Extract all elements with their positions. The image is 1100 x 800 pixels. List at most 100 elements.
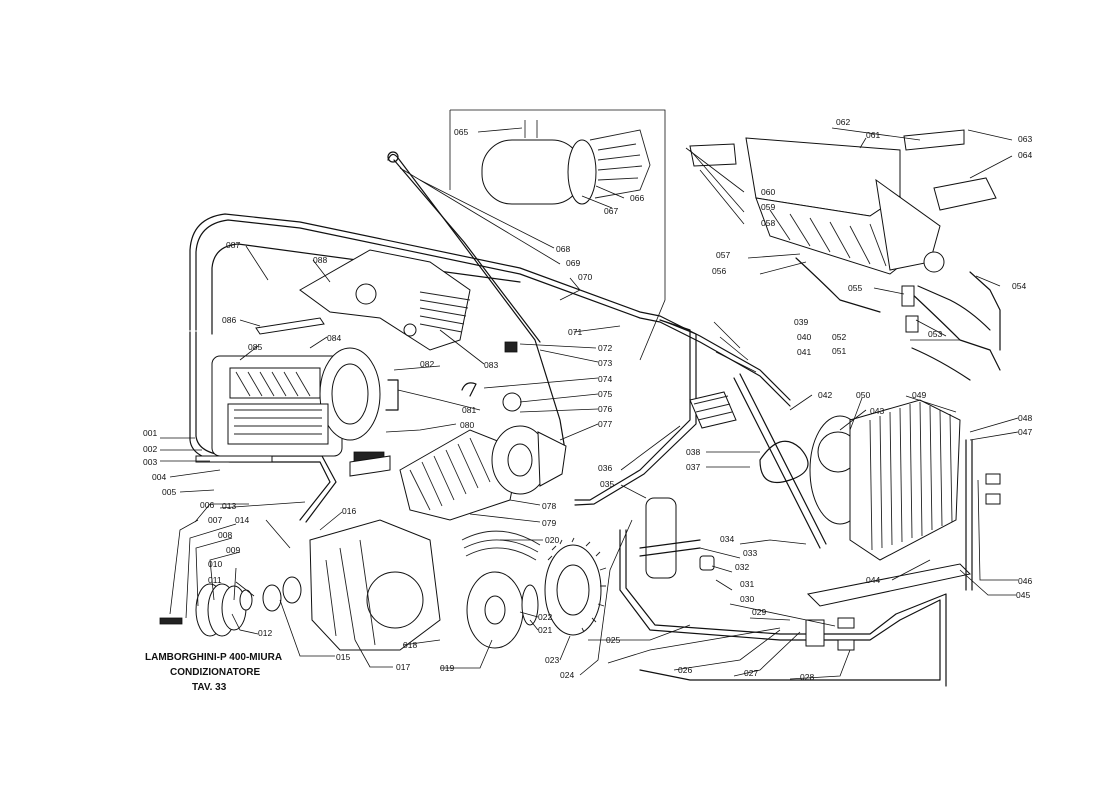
callout-labels: 001 002 003 004 005 006 007 008 009 010 … xyxy=(143,117,1032,682)
dipstick-rod xyxy=(387,151,566,451)
callout-020: 020 xyxy=(545,535,559,545)
callout-043: 043 xyxy=(870,406,884,416)
compressor xyxy=(211,347,385,463)
callout-072: 072 xyxy=(598,343,612,353)
callout-073: 073 xyxy=(598,358,612,368)
callout-052: 052 xyxy=(832,332,846,342)
refrigerant-pipe-lower xyxy=(574,319,947,687)
callout-075: 075 xyxy=(598,389,612,399)
condenser-fan xyxy=(733,373,972,607)
callout-022: 022 xyxy=(538,612,552,622)
callout-047: 047 xyxy=(1018,427,1032,437)
callout-058: 058 xyxy=(761,218,775,228)
callout-024: 024 xyxy=(560,670,574,680)
callout-084: 084 xyxy=(327,333,341,343)
callout-010: 010 xyxy=(208,559,222,569)
misc-right-pieces xyxy=(805,439,1001,651)
callout-057: 057 xyxy=(716,250,730,260)
callout-087: 087 xyxy=(226,240,240,250)
callout-049: 049 xyxy=(912,390,926,400)
callout-067: 067 xyxy=(604,206,618,216)
callout-037: 037 xyxy=(686,462,700,472)
callout-053: 053 xyxy=(928,329,942,339)
callout-086: 086 xyxy=(222,315,236,325)
callout-056: 056 xyxy=(712,266,726,276)
callout-069: 069 xyxy=(566,258,580,268)
refrigerant-pipe-upper xyxy=(189,213,791,523)
callout-063: 063 xyxy=(1018,134,1032,144)
evaporator-housing xyxy=(689,129,997,275)
callout-035: 035 xyxy=(600,479,614,489)
callout-007: 007 xyxy=(208,515,222,525)
callout-066: 066 xyxy=(630,193,644,203)
callout-070: 070 xyxy=(578,272,592,282)
callout-080: 080 xyxy=(460,420,474,430)
callout-040: 040 xyxy=(797,332,811,342)
callout-054: 054 xyxy=(1012,281,1026,291)
callout-046: 046 xyxy=(1018,576,1032,586)
callout-076: 076 xyxy=(598,404,612,414)
callout-048: 048 xyxy=(1018,413,1032,423)
callout-042: 042 xyxy=(818,390,832,400)
timing-cover xyxy=(309,519,441,651)
callout-005: 005 xyxy=(162,487,176,497)
callout-002: 002 xyxy=(143,444,157,454)
pulleys-gears xyxy=(461,530,607,649)
callout-078: 078 xyxy=(542,501,556,511)
title-block: LAMBORGHINI-P 400-MIURA CONDIZIONATORE T… xyxy=(145,652,282,693)
callout-012: 012 xyxy=(258,628,272,638)
callout-013: 013 xyxy=(222,501,236,511)
callout-085: 085 xyxy=(248,342,262,352)
callout-009: 009 xyxy=(226,545,240,555)
callout-038: 038 xyxy=(686,447,700,457)
callout-083: 083 xyxy=(484,360,498,370)
callout-064: 064 xyxy=(1018,150,1032,160)
receiver-drier xyxy=(481,120,651,205)
callout-032: 032 xyxy=(735,562,749,572)
callout-018: 018 xyxy=(403,640,417,650)
callout-088: 088 xyxy=(313,255,327,265)
callout-065: 065 xyxy=(454,127,468,137)
callout-014: 014 xyxy=(235,515,249,525)
callout-044: 044 xyxy=(866,575,880,585)
small-fittings xyxy=(195,317,737,477)
callout-074: 074 xyxy=(598,374,612,384)
finned-component xyxy=(399,425,567,521)
callout-079: 079 xyxy=(542,518,556,528)
callout-036: 036 xyxy=(598,463,612,473)
title-line-1: LAMBORGHINI-P 400-MIURA xyxy=(145,652,282,663)
callout-082: 082 xyxy=(420,359,434,369)
callout-001: 001 xyxy=(143,428,157,438)
callout-062: 062 xyxy=(836,117,850,127)
callout-004: 004 xyxy=(152,472,166,482)
callout-045: 045 xyxy=(1016,590,1030,600)
callout-026: 026 xyxy=(678,665,692,675)
callout-034: 034 xyxy=(720,534,734,544)
callout-077: 077 xyxy=(598,419,612,429)
callout-039: 039 xyxy=(794,317,808,327)
callout-041: 041 xyxy=(797,347,811,357)
compressor-bracket xyxy=(299,249,471,351)
callout-031: 031 xyxy=(740,579,754,589)
callout-016: 016 xyxy=(342,506,356,516)
callout-021: 021 xyxy=(538,625,552,635)
heater-hoses xyxy=(795,257,1001,381)
callout-071: 071 xyxy=(568,327,582,337)
callout-027: 027 xyxy=(744,668,758,678)
callout-051: 051 xyxy=(832,346,846,356)
callout-055: 055 xyxy=(848,283,862,293)
callout-081: 081 xyxy=(462,405,476,415)
callout-025: 025 xyxy=(606,635,620,645)
callout-033: 033 xyxy=(743,548,757,558)
callout-017: 017 xyxy=(396,662,410,672)
callout-061: 061 xyxy=(866,130,880,140)
parts-drawing xyxy=(159,120,1001,687)
callout-023: 023 xyxy=(545,655,559,665)
callout-030: 030 xyxy=(740,594,754,604)
callout-029: 029 xyxy=(752,607,766,617)
clutch-pulley xyxy=(159,576,302,637)
callout-028: 028 xyxy=(800,672,814,682)
vertical-canister xyxy=(639,497,715,579)
callout-059: 059 xyxy=(761,202,775,212)
